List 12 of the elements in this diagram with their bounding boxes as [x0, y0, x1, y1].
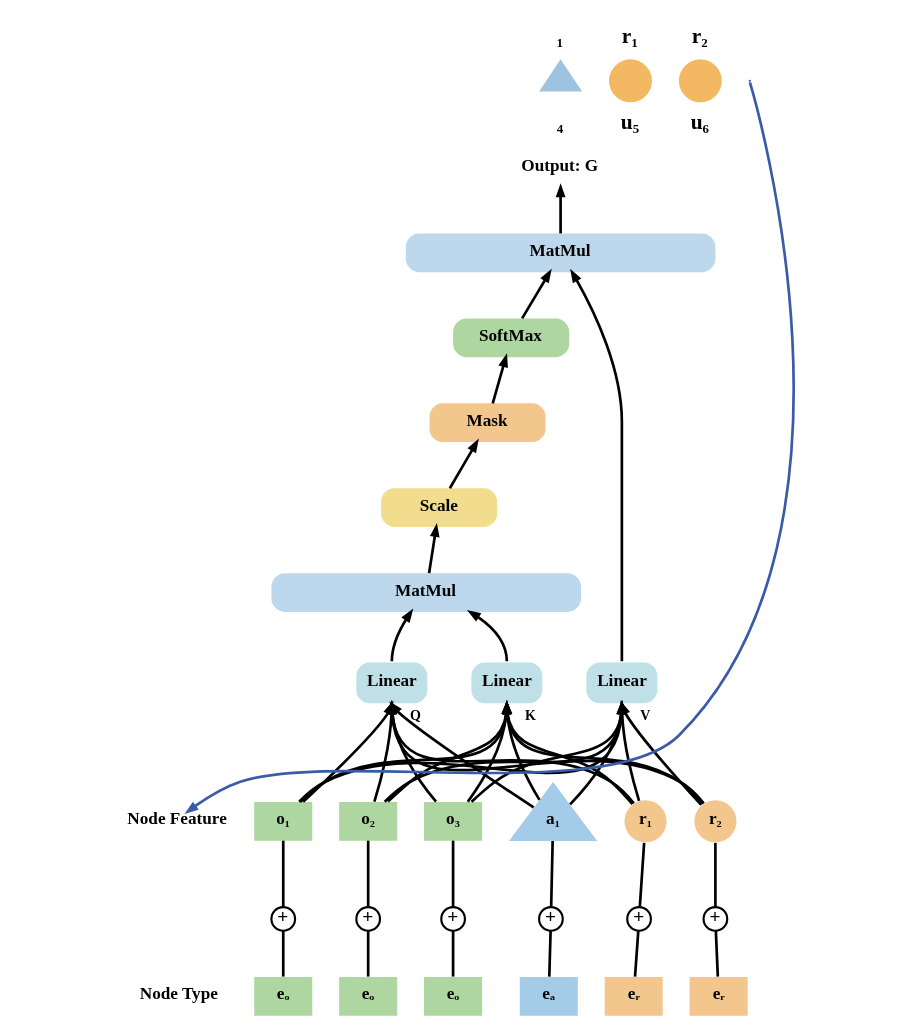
node-text: Output: G	[520, 155, 598, 175]
node-label: u₅	[620, 110, 639, 135]
node-label: r₂	[691, 24, 708, 49]
node-label: V	[639, 707, 650, 723]
node-label: u₆	[690, 110, 709, 135]
node-label: ₄	[556, 110, 563, 135]
node-text: Node Feature	[126, 809, 227, 829]
node-label: r₁	[621, 24, 638, 49]
label: Node Type	[139, 984, 218, 1004]
node-label: K	[524, 707, 536, 723]
node-label: ₁	[556, 24, 563, 49]
node-label: Q	[409, 707, 421, 723]
